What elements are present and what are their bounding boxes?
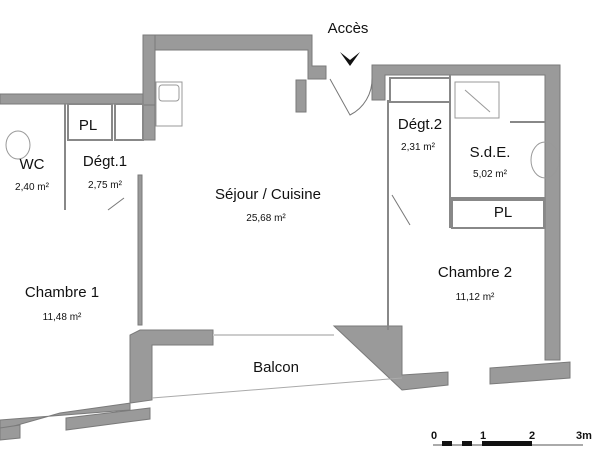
scale-tick-2: 2 [528,430,536,442]
room-chambre2-area: 11,12 m² [455,292,495,303]
room-chambre1-name: Chambre 1 [24,284,100,301]
room-degt2-name: Dégt.2 [397,116,443,133]
wall-balcony-right [332,325,449,391]
wall-ch1-bottom2 [65,407,151,431]
wall-balcony-left [0,329,214,431]
room-chambre2-name: Chambre 2 [437,264,513,281]
scale-tick-3m: 3m [576,430,592,442]
room-pl1-name: PL [78,117,98,134]
room-sejour-name: Séjour / Cuisine [215,186,321,203]
wall-top-left [0,93,144,105]
wall-ch2-bottom [489,361,571,385]
access-label: Accès [327,20,369,37]
room-sde-name: S.d.E. [469,144,511,161]
room-wc-area: 2,40 m² [15,182,49,193]
scale-tick-0: 0 [430,430,438,442]
wall-left-stub [142,34,156,106]
wall-right-top [371,64,561,361]
room-wc-name: WC [19,156,45,173]
room-chambre1-area: 11,48 m² [42,312,82,323]
room-degt1-name: Dégt.1 [82,153,128,170]
scale-tick-1: 1 [479,430,487,442]
room-sde-area: 5,02 m² [473,169,507,180]
scale-bar [433,441,583,446]
wall-sejour-niche [295,79,307,113]
room-balcon-name: Balcon [253,359,299,376]
room-degt2-area: 2,31 m² [401,142,435,153]
access-arrow-icon [340,52,360,66]
room-degt1-area: 2,75 m² [88,180,122,191]
wall-ch1-bottom [0,424,21,441]
wall-sejour-left [137,174,143,326]
wall-sejour-top [142,34,327,141]
room-sejour-area: 25,68 m² [246,213,286,224]
room-pl2-name: PL [493,204,513,221]
